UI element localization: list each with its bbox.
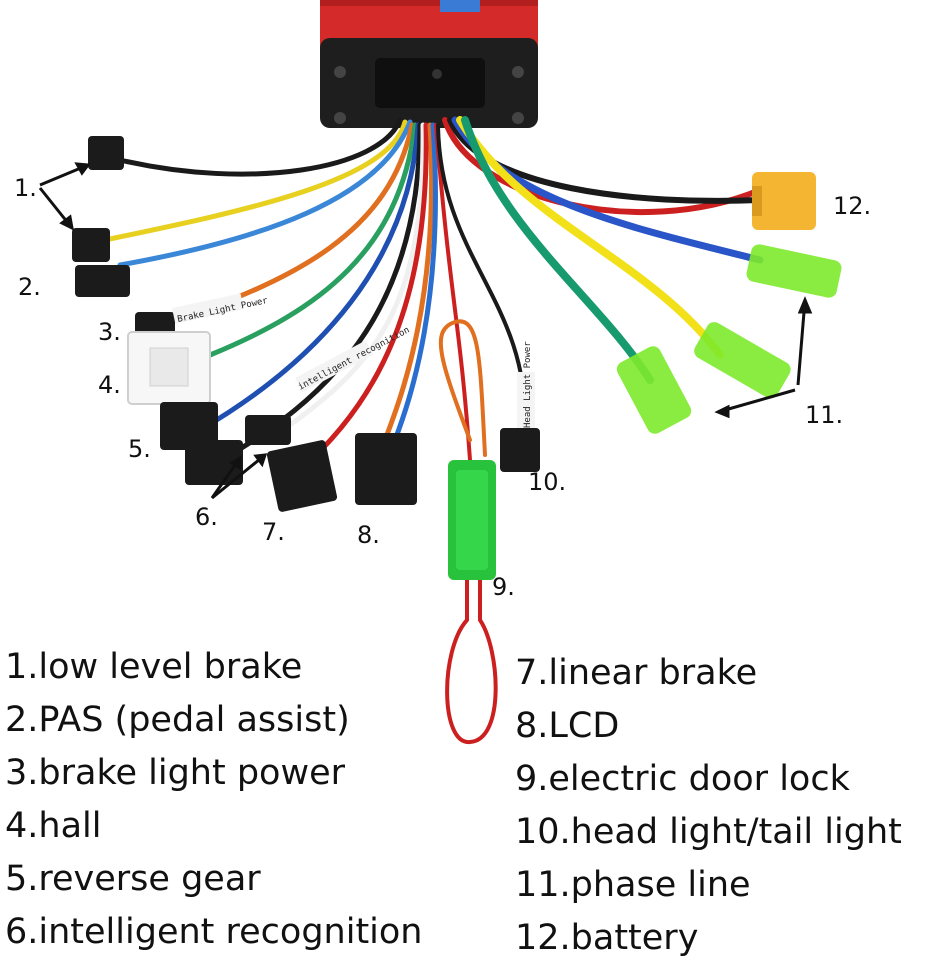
callout-9: 9. [492, 573, 515, 601]
intelligent-recognition-tag: intelligent recognition [297, 325, 412, 392]
connector-battery [752, 172, 816, 230]
legend-item-11: 11.phase line [515, 865, 751, 905]
callout-8: 8. [357, 521, 380, 549]
legend-item-4: 4.hall [5, 806, 102, 846]
legend-item-3: 3.brake light power [5, 753, 346, 793]
callout-2: 2. [18, 273, 41, 301]
legend-item-1: 1.low level brake [5, 647, 303, 687]
legend-item-2: 2.PAS (pedal assist) [5, 700, 350, 740]
callout-6: 6. [195, 503, 218, 531]
connector-door-lock [445, 460, 498, 744]
wire-bundle [102, 116, 764, 473]
callout-10: 10. [528, 468, 567, 496]
connector-linear-brake [266, 440, 338, 512]
legend-item-9: 9.electric door lock [515, 759, 850, 799]
legend-item-6: 6.intelligent recognition [5, 912, 423, 952]
connector-reverse-gear [160, 402, 218, 450]
legend-item-10: 10.head light/tail light [515, 812, 902, 852]
legend-item-12: 12.battery [515, 918, 699, 958]
connector-hall [127, 331, 211, 405]
callout-11: 11. [805, 401, 844, 429]
callout-7: 7. [262, 518, 285, 546]
connector-low-level-brake [72, 136, 124, 262]
controller-unit [320, 0, 538, 128]
connector-head-light: Head Light Power [500, 341, 540, 472]
head-light-power-tag: Head Light Power [523, 341, 533, 428]
connector-phase-lines [616, 244, 842, 434]
callout-3: 3. [98, 318, 121, 346]
callout-4: 4. [98, 371, 121, 399]
callout-5: 5. [128, 435, 151, 463]
connector-pas [75, 265, 130, 297]
legend-item-5: 5.reverse gear [5, 859, 261, 899]
callout-12: 12. [833, 192, 872, 220]
callout-arrows [38, 162, 813, 500]
legend-item-8: 8.LCD [515, 706, 620, 746]
connector-lcd [355, 433, 417, 505]
callout-1: 1. [14, 174, 37, 202]
legend-item-7: 7.linear brake [515, 653, 758, 693]
